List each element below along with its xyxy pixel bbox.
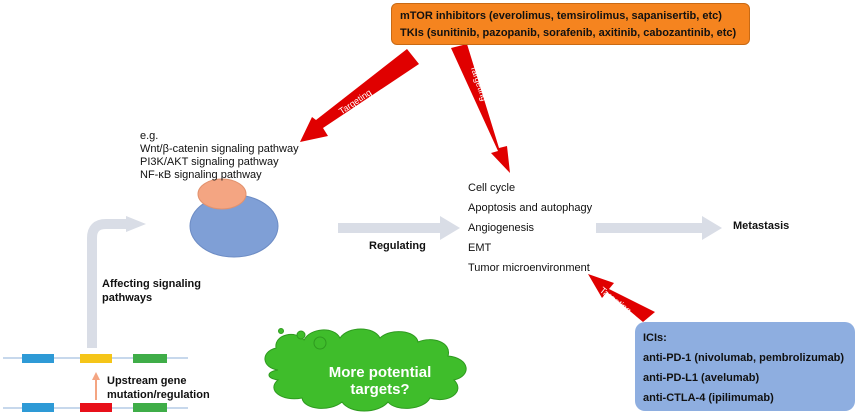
regulating-label: Regulating [369,240,426,252]
pathway-eg: e.g. [140,130,159,142]
metastasis-label: Metastasis [733,220,790,232]
outcome-list: Cell cycle Apoptosis and autophagy Angio… [468,178,592,278]
outcome-tumor-microenvironment: Tumor microenvironment [468,262,590,274]
pathway-wnt: Wnt/β-catenin signaling pathway [140,143,299,155]
arrow-targeting-pathways [300,49,419,142]
arrow-affecting-pathways [87,216,146,348]
gene-block-green-bottom [133,403,167,412]
outcome-apoptosis: Apoptosis and autophagy [468,202,593,214]
affecting-label-line2: pathways [102,292,153,304]
cloud-label: More potential targets? [328,364,432,398]
ici-anti-ctla4: anti-CTLA-4 (ipilimumab) [643,392,774,404]
pathway-list: e.g. Wnt/β-catenin signaling pathway PI3… [140,130,299,182]
gene-block-blue-top [22,354,54,363]
gene-block-yellow [80,354,112,363]
ici-anti-pdl1: anti-PD-L1 (avelumab) [643,372,760,384]
gene-block-blue-bottom [22,403,54,412]
potential-targets-cloud [264,328,467,412]
gene-strand-top [3,354,188,363]
arrow-targeting-microenvironment [588,274,655,322]
upstream-label-line2: mutation/regulation [107,389,210,401]
gene-block-red [80,403,112,412]
arrow-to-metastasis [596,216,722,240]
outcome-cell-cycle: Cell cycle [468,182,516,194]
gene-block-green-top [133,354,167,363]
drug-box-tki: TKIs (sunitinib, pazopanib, sorafenib, a… [400,27,737,39]
outcome-emt: EMT [468,242,492,254]
arrow-regulating [338,216,460,240]
gene-strand-bottom [3,403,188,412]
ici-box: ICIs: anti-PD-1 (nivolumab, pembrolizuma… [635,322,855,411]
arrow-targeting-cellcycle [451,44,510,173]
drug-box: mTOR inhibitors (everolimus, temsirolimu… [391,3,750,45]
ici-anti-pd1: anti-PD-1 (nivolumab, pembrolizumab) [643,352,845,364]
drug-box-mtor: mTOR inhibitors (everolimus, temsirolimu… [400,10,722,22]
ici-title: ICIs: [643,332,667,344]
pathway-pi3k: PI3K/AKT signaling pathway [140,156,279,168]
affecting-label-line1: Affecting signaling [102,278,201,290]
affecting-label: Affecting signaling pathways [102,277,201,305]
protein-orange [197,178,247,210]
pathway-nfkb: NF-κB signaling pathway [140,169,262,181]
outcome-angiogenesis: Angiogenesis [468,222,535,234]
upstream-label-line1: Upstream gene [107,375,187,387]
upstream-label: Upstream gene mutation/regulation [107,374,210,402]
upstream-arrow [92,372,100,400]
